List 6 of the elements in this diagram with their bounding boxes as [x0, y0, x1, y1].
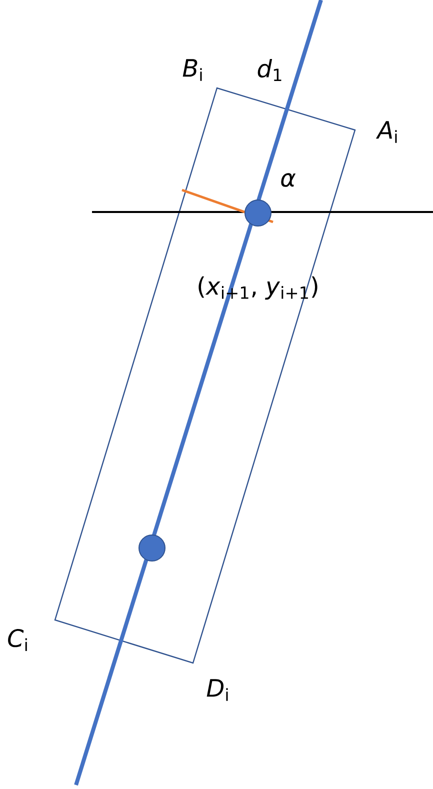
- point-label: C$_{i}$: [8, 629, 27, 651]
- point-label: D$_{i}$: [206, 679, 228, 701]
- point-label: A$_{i}$: [376, 121, 397, 143]
- point-label: d$_{1}$: [258, 59, 282, 81]
- point-label: α: [281, 173, 296, 187]
- point-label: B$_{i}$: [182, 59, 202, 81]
